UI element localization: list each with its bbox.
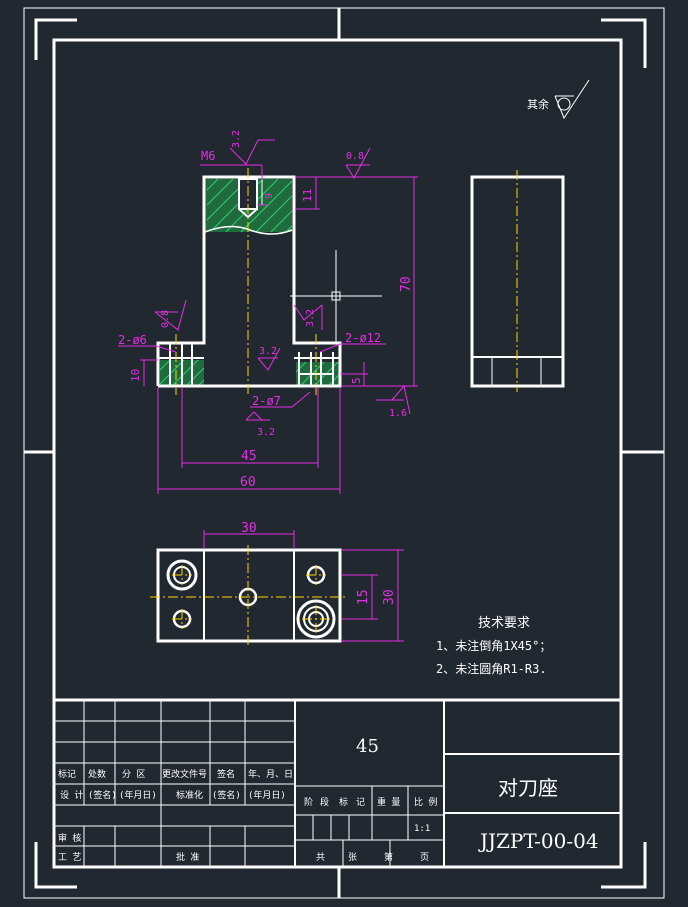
design-date: (年月日)	[119, 789, 157, 801]
design-sign: (签名)	[88, 789, 117, 801]
roughness-top-left: 3.2	[231, 130, 242, 148]
dim-holes-12: 2-ø12	[345, 331, 381, 345]
general-roughness-label: 其余	[527, 97, 549, 111]
roughness-base: 1.6	[389, 408, 407, 419]
dim-plan-30: 30	[241, 521, 257, 536]
standard-date: (年月日)	[248, 789, 286, 801]
sheet-unit-label: 张	[348, 852, 357, 863]
sheet-number-label: 第	[384, 851, 393, 863]
top-view-dimension-texts: 30 15 30	[241, 521, 397, 605]
stage-label-4: 记	[356, 797, 365, 808]
roughness-bottom: 3.2	[257, 427, 275, 438]
sheet-total-label: 共	[316, 852, 325, 863]
dim-holes-7: 2-ø7	[252, 394, 281, 408]
side-view	[470, 170, 565, 392]
rev-label-zone: 分 区	[122, 769, 145, 780]
title-block-texts: 45 对刀座 JJZPT-00-04 1:1 标记 处数 分 区 更改文件号 签…	[58, 736, 599, 863]
process-label: 工 艺	[58, 852, 81, 863]
weight-label: 重 量	[377, 796, 400, 808]
roughness-mid: 3.2	[305, 309, 316, 327]
rev-label-date: 年、月、日	[248, 768, 293, 780]
roughness-top-right: 0.8	[346, 151, 364, 162]
thread-label: M6	[201, 149, 215, 163]
dim-depth-11: 11	[301, 189, 314, 202]
sheet-page-label: 页	[420, 852, 429, 863]
rev-label-mark: 标记	[58, 768, 76, 780]
stage-label-1: 阶	[304, 796, 313, 808]
rev-label-sign: 签名	[217, 768, 235, 780]
dim-cb-5: 5	[350, 377, 363, 384]
scale-value: 1:1	[414, 824, 430, 834]
dim-depth-9: 9	[264, 193, 275, 199]
standard-sign: (签名)	[212, 789, 241, 801]
review-label: 审 核	[58, 832, 81, 844]
stage-label-2: 段	[320, 796, 329, 808]
front-dimension-texts: M6 3.2 9 11 0.8 70 2-ø6 0.8 3.2 2-ø12 3.…	[118, 130, 414, 490]
design-label: 设 计	[60, 789, 83, 801]
dim-thick-10: 10	[129, 369, 142, 382]
dim-span-45: 45	[241, 449, 257, 464]
drawing-frame	[23, 7, 665, 899]
front-dimensions	[118, 139, 418, 494]
dim-holes-6: 2-ø6	[118, 333, 147, 347]
material-label: 45	[356, 736, 379, 757]
dim-plan-height-30: 30	[382, 589, 397, 605]
top-view	[150, 545, 345, 648]
dim-height-70: 70	[399, 276, 414, 292]
notes-line-1: 1、未注倒角1X45°；	[436, 638, 551, 653]
dim-total-60: 60	[240, 475, 256, 490]
dim-plan-15: 15	[356, 589, 371, 605]
notes-title: 技术要求	[478, 616, 530, 631]
technical-requirements: 技术要求 1、未注倒角1X45°； 2、未注圆角R1-R3.	[436, 616, 551, 676]
roughness-left: 0.8	[160, 310, 171, 328]
roughness-inner: 3.2	[259, 346, 277, 357]
part-name: 对刀座	[498, 776, 558, 800]
standard-label: 标准化	[176, 789, 203, 801]
notes-line-2: 2、未注圆角R1-R3.	[436, 661, 547, 676]
drawing-number: JJZPT-00-04	[478, 829, 599, 853]
general-roughness-symbol: 其余	[527, 79, 590, 120]
rev-label-doc: 更改文件号	[162, 768, 207, 780]
front-view	[156, 168, 382, 395]
top-view-dimensions	[203, 530, 404, 642]
approve-label: 批 准	[176, 851, 199, 863]
scale-label: 比 例	[414, 796, 437, 808]
stage-label-3: 标	[339, 796, 348, 808]
rev-label-count: 处数	[88, 768, 106, 780]
title-block	[54, 698, 621, 867]
